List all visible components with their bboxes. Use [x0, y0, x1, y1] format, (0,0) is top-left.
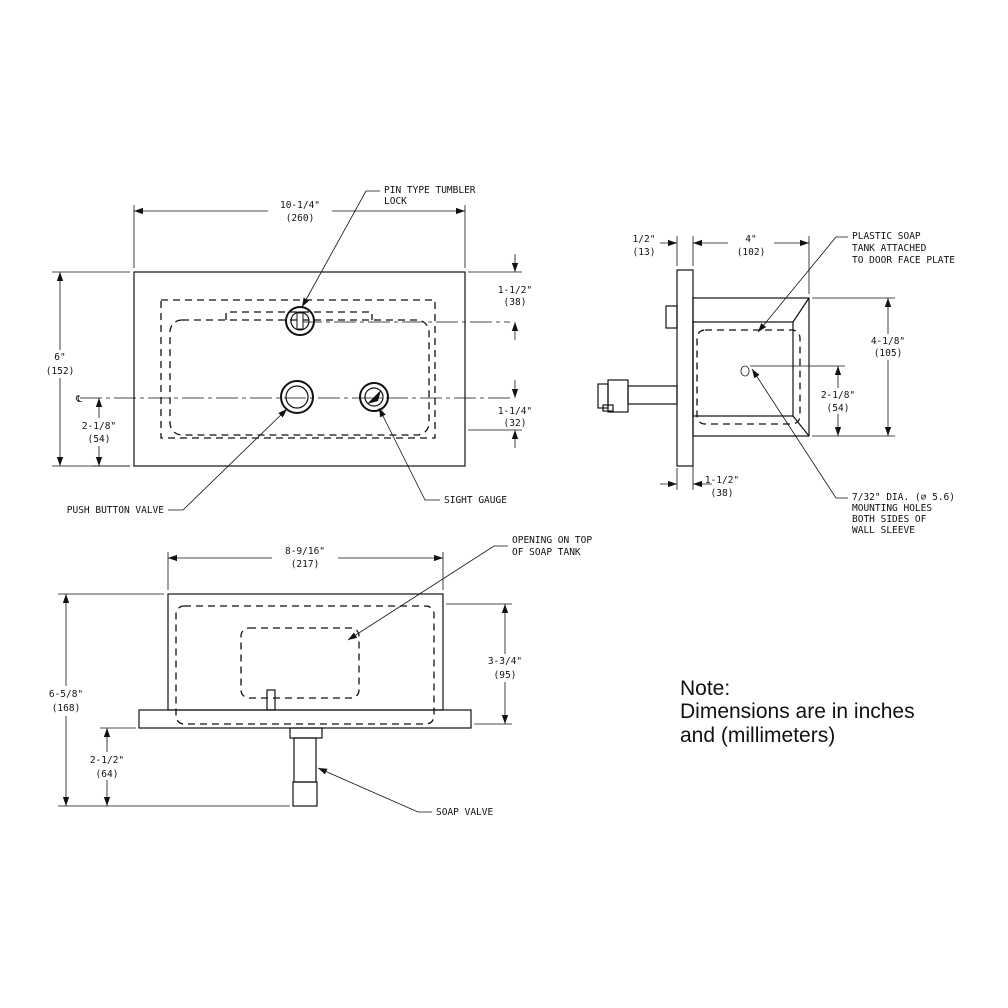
front-center-in: 2-1/8": [82, 421, 116, 432]
top-view: 8-9/16" (217) 3-3/4" (95) 6-5/8" (168) 2…: [38, 535, 592, 818]
tank-label-2: TANK ATTACHED: [852, 243, 927, 254]
side-mounting-hole: [740, 365, 750, 377]
top-width-mm: (217): [291, 559, 320, 570]
hole-label-4: WALL SLEEVE: [852, 525, 915, 536]
opening-label-2: OF SOAP TANK: [512, 547, 581, 558]
top-hidden-opening: [240, 627, 360, 699]
top-soap-valve: [289, 727, 323, 807]
centerline-symbol: ℄: [75, 394, 83, 405]
hole-label-2: MOUNTING HOLES: [852, 503, 932, 514]
tank-label-3: TO DOOR FACE PLATE: [852, 255, 955, 266]
front-width-mm: (260): [286, 213, 315, 224]
side-bottom-in: 1-1/2": [705, 475, 739, 486]
side-bottom-mm: (38): [711, 488, 734, 499]
side-hidden-tank: [696, 329, 801, 425]
front-height-in: 6": [54, 352, 65, 363]
top-width-in: 8-9/16": [285, 546, 325, 557]
lock-label-2: LOCK: [384, 196, 407, 207]
side-hole-height-mm: (54): [827, 403, 850, 414]
side-lock-nub: [665, 305, 678, 329]
opening-label-1: OPENING ON TOP: [512, 535, 592, 546]
top-faceplate: [138, 709, 472, 729]
side-height-mm: (105): [874, 348, 903, 359]
side-soap-valve: [597, 379, 678, 413]
hidden-wall-sleeve: [160, 299, 436, 439]
overall-height-in: 6-5/8": [49, 689, 83, 700]
hidden-lock-bar: [225, 311, 373, 320]
hole-label-1: 7/32" DIA. (⌀ 5.6): [852, 492, 955, 503]
side-flange-mm: (13): [633, 247, 656, 258]
top-stem: [266, 689, 276, 711]
side-wall-sleeve: [692, 297, 810, 437]
note-line-2: Dimensions are in inches: [680, 700, 915, 723]
side-hole-height-in: 2-1/8": [821, 390, 855, 401]
tank-height-mm: (95): [494, 670, 517, 681]
lock-label-1: PIN TYPE TUMBLER: [384, 185, 476, 196]
faceplate-outline: [133, 271, 466, 467]
valve-length-in: 2-1/2": [90, 755, 124, 766]
side-depth-mm: (102): [737, 247, 766, 258]
top-offset-in: 1-1/2": [498, 285, 532, 296]
dimensions-note: Note: Dimensions are in inches and (mill…: [680, 677, 915, 747]
side-tank-outer: [692, 321, 794, 417]
top-offset-mm: (38): [504, 297, 527, 308]
side-faceplate: [676, 269, 694, 467]
overall-height-mm: (168): [52, 703, 81, 714]
side-view: 1/2" (13) 4" (102) 4-1/8" (105) 2-1/8" (…: [597, 231, 955, 536]
hole-label-3: BOTH SIDES OF: [852, 514, 927, 525]
sight-gauge: [359, 382, 389, 412]
side-height-in: 4-1/8": [871, 336, 905, 347]
mid-offset-in: 1-1/4": [498, 406, 532, 417]
push-button-valve: [280, 380, 314, 414]
mid-offset-mm: (32): [504, 418, 527, 429]
note-title: Note:: [680, 677, 730, 700]
top-hidden-tank: [175, 605, 435, 725]
push-button-label: PUSH BUTTON VALVE: [67, 505, 165, 516]
tank-height-in: 3-3/4": [488, 656, 522, 667]
front-view: 10-1/4" (260) 6" (152) 2-1/8" (54) ℄ 1-1…: [38, 185, 532, 516]
front-height-mm: (152): [46, 366, 75, 377]
valve-length-mm: (64): [96, 769, 119, 780]
soap-valve-label: SOAP VALVE: [436, 807, 493, 818]
tank-label-1: PLASTIC SOAP: [852, 231, 921, 242]
front-center-mm: (54): [88, 434, 111, 445]
front-width-in: 10-1/4": [280, 200, 320, 211]
sight-gauge-label: SIGHT GAUGE: [444, 495, 507, 506]
side-depth-in: 4": [745, 234, 756, 245]
hidden-soap-tank: [169, 319, 430, 436]
top-wall-sleeve: [167, 593, 444, 711]
pin-tumbler-lock: [285, 306, 315, 336]
note-line-3: and (millimeters): [680, 724, 835, 747]
side-flange-in: 1/2": [633, 234, 656, 245]
